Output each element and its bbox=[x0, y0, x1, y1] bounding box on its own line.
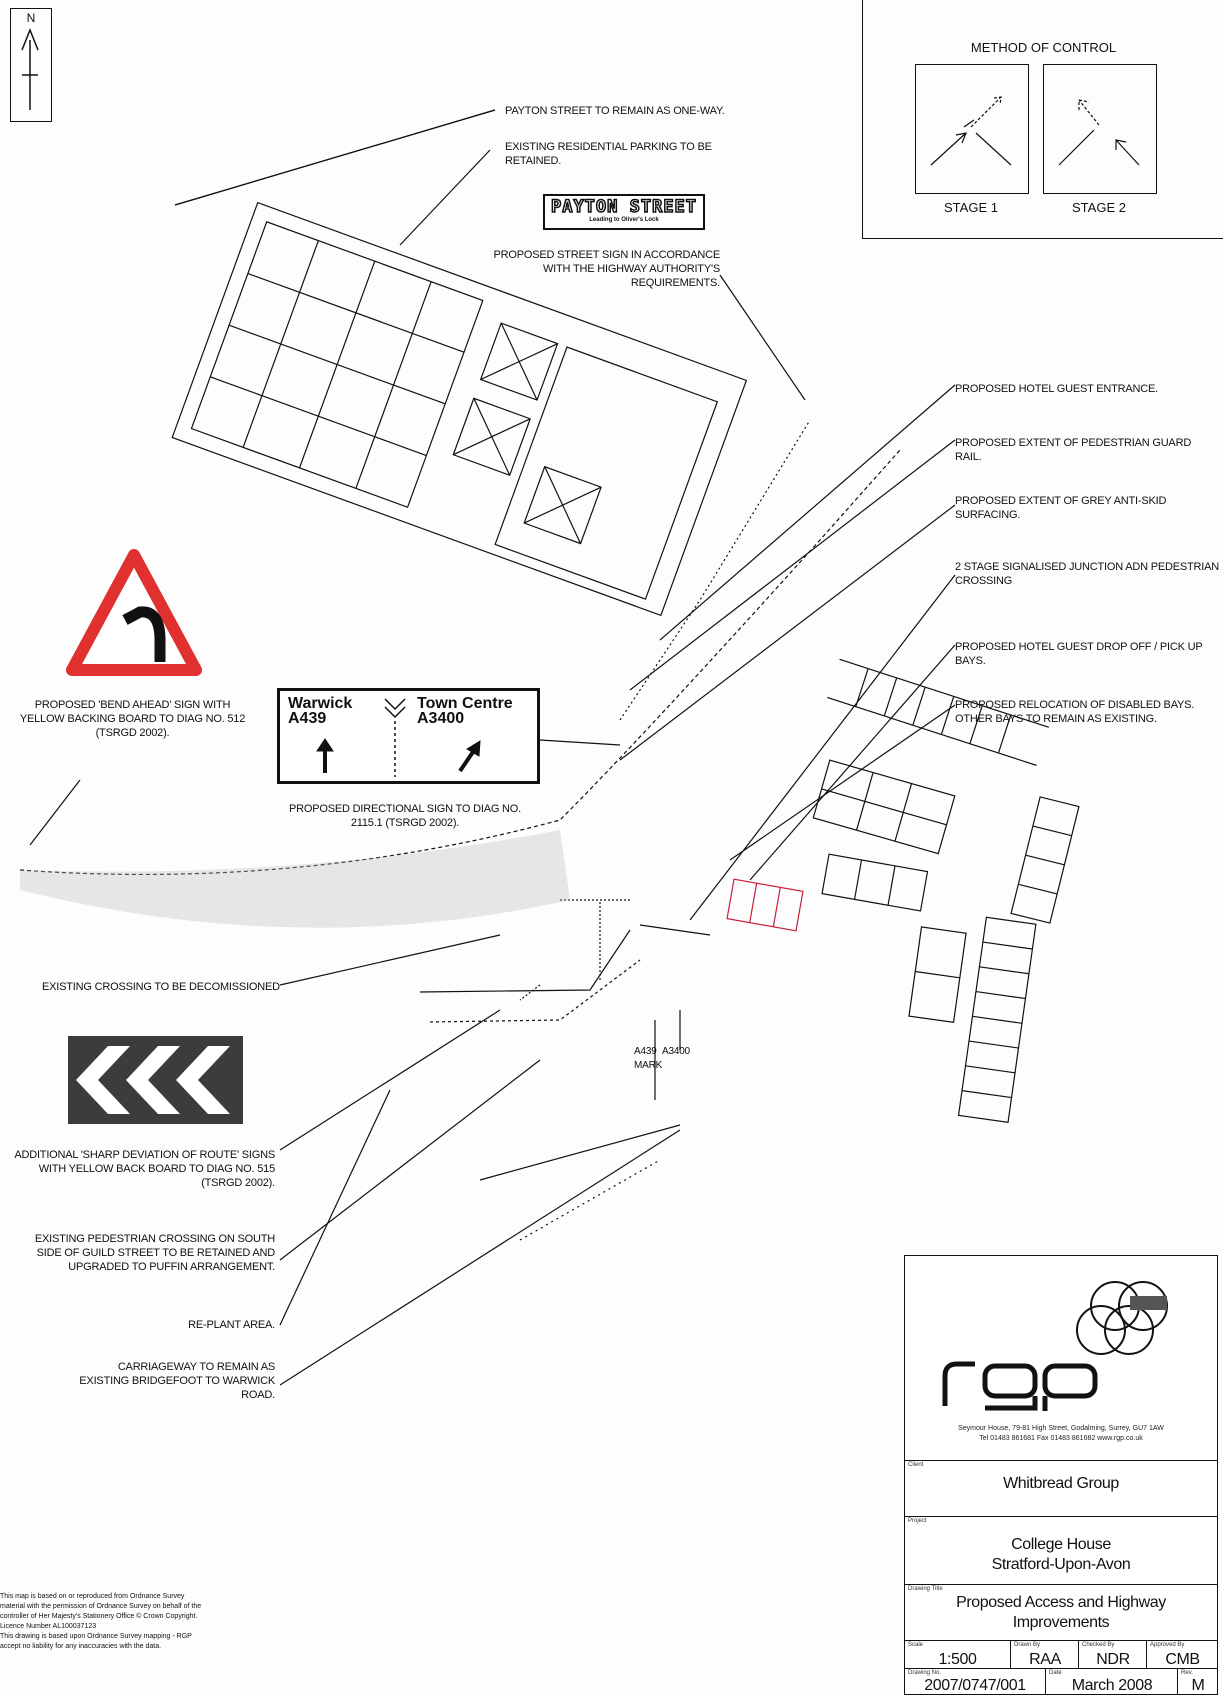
tb-drawing-no: 2007/0747/001 bbox=[924, 1677, 1026, 1694]
note-payton-oneway: PAYTON STREET TO REMAIN AS ONE-WAY. bbox=[505, 105, 725, 117]
bend-ahead-sign bbox=[66, 549, 202, 676]
north-label: N bbox=[26, 11, 36, 25]
tb-title-row: Drawing Title Proposed Access and Highwa… bbox=[905, 1584, 1217, 1641]
company-address: Seymour House, 79-81 High Street, Godalm… bbox=[958, 1425, 1164, 1442]
note-decommission: EXISTING CROSSING TO BE DECOMISSIONED bbox=[42, 981, 280, 993]
stage-2-label: STAGE 2 bbox=[1072, 200, 1126, 215]
marking-a3400: A3400 bbox=[662, 1046, 690, 1057]
marking-mark: MARK bbox=[634, 1060, 663, 1071]
note-signalised-junction: 2 STAGE SIGNALISED JUNCTION ADN PEDESTRI… bbox=[955, 561, 1220, 587]
tb-drawn: RAA bbox=[1029, 1651, 1061, 1668]
tb-scale-row: Scale 1:500 Drawn By RAA Checked By NDR … bbox=[905, 1640, 1217, 1669]
north-arrow-box: N bbox=[10, 8, 52, 122]
tb-client-row: Client Whitbread Group bbox=[905, 1460, 1217, 1517]
stage-1-label: STAGE 1 bbox=[944, 200, 998, 215]
dir-left-dest: Warwick bbox=[288, 695, 353, 712]
tb-drawing-no-row: Drawing No. 2007/0747/001 Date March 200… bbox=[905, 1668, 1217, 1695]
stage-2-diagram bbox=[1043, 64, 1157, 194]
tb-date: March 2008 bbox=[1071, 1677, 1153, 1694]
tb-rev: M bbox=[1191, 1677, 1205, 1694]
street-sign-name: PAYTON STREET bbox=[550, 196, 698, 218]
marking-a439: A439 bbox=[634, 1046, 657, 1057]
note-disabled-bays: PROPOSED RELOCATION OF DISABLED BAYS.OTH… bbox=[955, 699, 1195, 725]
rgp-logo bbox=[942, 1281, 1168, 1411]
note-replant: RE-PLANT AREA. bbox=[188, 1319, 275, 1331]
dir-right-road: A3400 bbox=[417, 710, 465, 727]
sharp-deviation-chevron-sign bbox=[68, 1036, 243, 1124]
note-hotel-entrance: PROPOSED HOTEL GUEST ENTRANCE. bbox=[955, 383, 1159, 395]
road-edge-west bbox=[19, 449, 901, 876]
title-block: Seymour House, 79-81 High Street, Godalm… bbox=[904, 1255, 1218, 1695]
street-name-sign: PAYTON STREET Leading to Oliver's Lock bbox=[543, 194, 705, 230]
tb-checked: NDR bbox=[1096, 1651, 1130, 1668]
method-of-control-title: METHOD OF CONTROL bbox=[970, 40, 1117, 55]
tb-scale: 1:500 bbox=[938, 1651, 977, 1668]
stage-1-diagram bbox=[915, 64, 1029, 194]
directional-sign: Warwick A439 Town Centre A3400 bbox=[277, 688, 540, 784]
method-of-control-panel: METHOD OF CONTROL STAGE 1 STAGE 2 bbox=[862, 0, 1223, 239]
note-directional-sign: PROPOSED DIRECTIONAL SIGN TO DIAG NO.211… bbox=[289, 803, 521, 829]
street-sign-sub: Leading to Oliver's Lock bbox=[589, 217, 659, 223]
dir-left-road: A439 bbox=[288, 710, 327, 727]
dir-right-dest: Town Centre bbox=[417, 695, 513, 712]
tb-client: Whitbread Group bbox=[1003, 1475, 1119, 1492]
note-sharp-deviation: ADDITIONAL 'SHARP DEVIATION OF ROUTE' SI… bbox=[14, 1149, 275, 1189]
road-edge-south bbox=[519, 1159, 661, 1241]
building-outline bbox=[171, 201, 748, 617]
tb-approved: CMB bbox=[1165, 1651, 1200, 1668]
ordnance-survey-note: This map is based on or reproduced from … bbox=[0, 1593, 202, 1650]
